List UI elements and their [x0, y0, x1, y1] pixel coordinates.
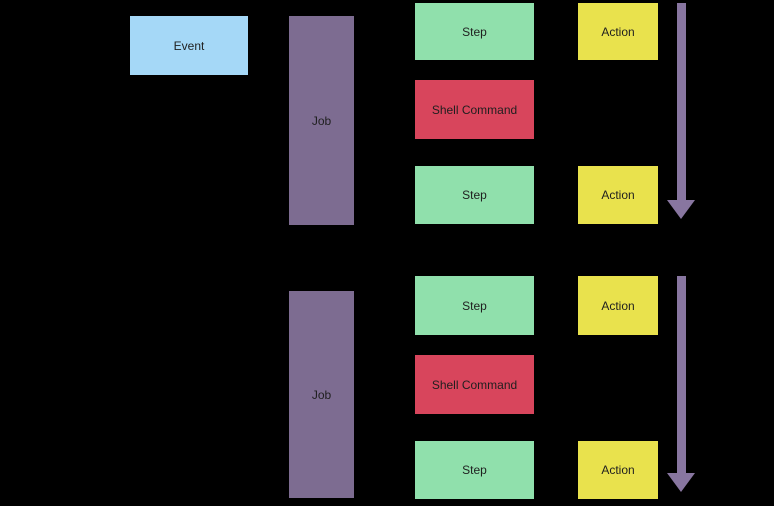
step-node: Step [415, 276, 534, 335]
shell-command-node: Shell Command [415, 80, 534, 139]
step-node: Step [415, 3, 534, 60]
sequence-arrow-line [677, 276, 686, 473]
job-node: Job [289, 16, 354, 225]
shell-command-node: Shell Command [415, 355, 534, 414]
action-node: Action [578, 276, 658, 335]
action-node: Action [578, 166, 658, 224]
arrow-down-icon [667, 200, 695, 219]
arrow-down-icon [667, 473, 695, 492]
action-node: Action [578, 3, 658, 60]
event-node: Event [130, 16, 248, 75]
sequence-arrow-line [677, 3, 686, 200]
step-node: Step [415, 166, 534, 224]
action-node: Action [578, 441, 658, 499]
job-node: Job [289, 291, 354, 498]
step-node: Step [415, 441, 534, 499]
